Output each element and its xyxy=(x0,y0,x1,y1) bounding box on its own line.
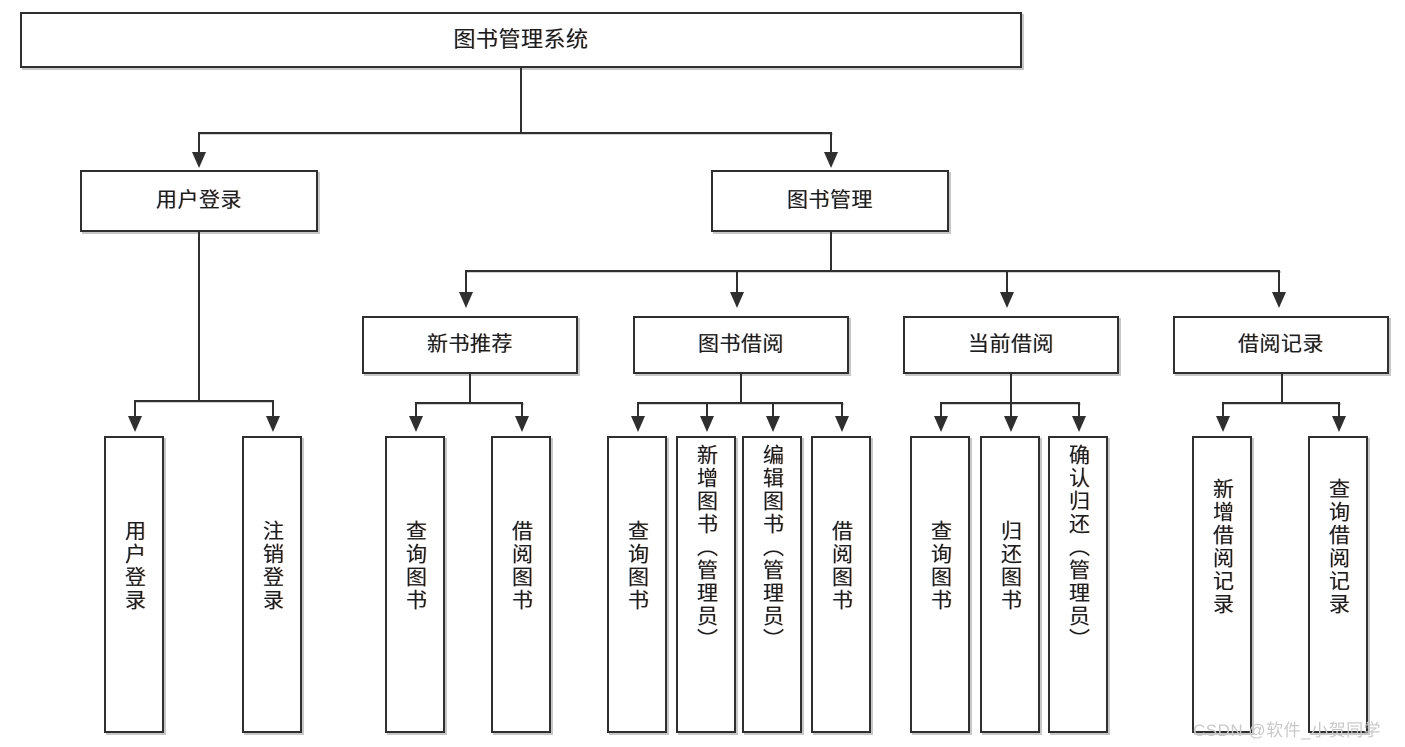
arrow-to-leaf-borrow-book-2 xyxy=(835,416,849,432)
connector-borrow-record-bus xyxy=(1222,402,1340,404)
arrow-to-user-login xyxy=(192,152,206,168)
leaf-borrow-book-1[interactable]: 借阅图书 xyxy=(491,436,551,733)
node-user-login[interactable]: 用户登录 xyxy=(80,170,318,232)
connector-level2-bus xyxy=(198,132,832,134)
arrow-to-current-borrow xyxy=(1000,292,1014,308)
leaf-query-book-1[interactable]: 查询图书 xyxy=(385,436,445,733)
arrow-to-borrow-record xyxy=(1272,292,1286,308)
arrow-to-leaf-add-record xyxy=(1216,416,1230,432)
arrow-to-leaf-user-login xyxy=(128,416,142,432)
connector-level3-bus xyxy=(465,270,1280,272)
leaf-edit-book[interactable]: 编辑图书（管理员） xyxy=(742,436,802,733)
connector-book-borrow-drop-4 xyxy=(841,402,843,418)
connector-user-login-drop-2 xyxy=(272,400,274,418)
connector-current-borrow-drop-3 xyxy=(1078,402,1080,418)
connector-book-borrow-stem xyxy=(740,374,742,403)
watermark-csdn: CSDN @软件_小贺同学 xyxy=(1193,721,1382,740)
connector-level3-drop-3 xyxy=(1006,270,1008,294)
leaf-query-book-3-label: 查询图书 xyxy=(928,520,952,612)
connector-level3-drop-4 xyxy=(1278,270,1280,294)
leaf-query-book-1-label: 查询图书 xyxy=(403,520,427,612)
connector-borrow-record-stem xyxy=(1281,374,1283,403)
connector-level3-drop-1 xyxy=(465,270,467,294)
connector-book-borrow-drop-1 xyxy=(637,402,639,418)
node-borrow-record[interactable]: 借阅记录 xyxy=(1173,316,1389,374)
arrow-to-leaf-query-book-1 xyxy=(409,416,423,432)
leaf-user-login-label: 用户登录 xyxy=(122,520,146,612)
arrow-to-book-borrow xyxy=(730,292,744,308)
connector-current-borrow-drop-2 xyxy=(1010,402,1012,418)
leaf-logout[interactable]: 注销登录 xyxy=(242,436,302,733)
connector-level2-drop-user xyxy=(198,132,200,154)
arrow-to-leaf-edit-book xyxy=(766,416,780,432)
connector-new-book-rec-drop-1 xyxy=(415,402,417,418)
connector-new-book-rec-bus xyxy=(415,402,523,404)
leaf-add-record[interactable]: 新增借阅记录 xyxy=(1192,436,1252,733)
leaf-add-book[interactable]: 新增图书（管理员） xyxy=(676,436,736,733)
arrow-to-leaf-add-book xyxy=(700,416,714,432)
node-root-label: 图书管理系统 xyxy=(453,27,589,53)
connector-user-login-stem xyxy=(198,232,200,401)
arrow-to-leaf-confirm-return xyxy=(1072,416,1086,432)
node-new-book-rec-label: 新书推荐 xyxy=(427,332,513,356)
leaf-borrow-book-2-label: 借阅图书 xyxy=(829,520,853,612)
connector-level2-drop-book xyxy=(830,132,832,154)
leaf-add-book-label: 新增图书（管理员） xyxy=(694,444,718,651)
connector-book-borrow-bus xyxy=(637,402,843,404)
connector-user-login-bus xyxy=(134,400,273,402)
leaf-logout-label: 注销登录 xyxy=(260,520,284,612)
arrow-to-leaf-query-record xyxy=(1332,416,1346,432)
connector-book-borrow-drop-3 xyxy=(772,402,774,418)
leaf-query-record[interactable]: 查询借阅记录 xyxy=(1308,436,1368,733)
arrow-to-new-book-rec xyxy=(459,292,473,308)
connector-current-borrow-drop-1 xyxy=(940,402,942,418)
leaf-query-book-3[interactable]: 查询图书 xyxy=(910,436,970,733)
connector-borrow-record-drop-1 xyxy=(1222,402,1224,418)
connector-book-manage-stem xyxy=(830,232,832,271)
leaf-borrow-book-1-label: 借阅图书 xyxy=(509,520,533,612)
node-book-borrow[interactable]: 图书借阅 xyxy=(633,316,849,374)
node-book-manage[interactable]: 图书管理 xyxy=(711,170,949,232)
node-borrow-record-label: 借阅记录 xyxy=(1238,332,1324,356)
connector-new-book-rec-stem xyxy=(469,374,471,403)
connector-user-login-drop-1 xyxy=(134,400,136,418)
node-book-borrow-label: 图书借阅 xyxy=(698,332,784,356)
arrow-to-book-manage xyxy=(824,152,838,168)
leaf-query-book-2[interactable]: 查询图书 xyxy=(607,436,667,733)
leaf-confirm-return[interactable]: 确认归还（管理员） xyxy=(1048,436,1108,733)
leaf-user-login[interactable]: 用户登录 xyxy=(104,436,164,733)
node-current-borrow-label: 当前借阅 xyxy=(968,332,1054,356)
connector-borrow-record-drop-2 xyxy=(1338,402,1340,418)
leaf-query-book-2-label: 查询图书 xyxy=(625,520,649,612)
leaf-query-record-label: 查询借阅记录 xyxy=(1326,478,1350,616)
leaf-return-book-label: 归还图书 xyxy=(998,520,1022,612)
leaf-confirm-return-label: 确认归还（管理员） xyxy=(1066,444,1090,651)
arrow-to-leaf-query-book-3 xyxy=(934,416,948,432)
connector-book-borrow-drop-2 xyxy=(706,402,708,418)
leaf-edit-book-label: 编辑图书（管理员） xyxy=(760,444,784,651)
node-current-borrow[interactable]: 当前借阅 xyxy=(903,316,1119,374)
connector-new-book-rec-drop-2 xyxy=(521,402,523,418)
connector-level3-drop-2 xyxy=(736,270,738,294)
arrow-to-leaf-return-book xyxy=(1004,416,1018,432)
connector-current-borrow-stem xyxy=(1010,374,1012,403)
node-root[interactable]: 图书管理系统 xyxy=(20,12,1022,68)
leaf-borrow-book-2[interactable]: 借阅图书 xyxy=(811,436,871,733)
leaf-return-book[interactable]: 归还图书 xyxy=(980,436,1040,733)
node-new-book-rec[interactable]: 新书推荐 xyxy=(362,316,578,374)
arrow-to-leaf-query-book-2 xyxy=(631,416,645,432)
leaf-add-record-label: 新增借阅记录 xyxy=(1210,478,1234,616)
node-book-manage-label: 图书管理 xyxy=(787,188,873,212)
connector-root-stem xyxy=(520,68,522,133)
arrow-to-leaf-borrow-book-1 xyxy=(515,416,529,432)
node-user-login-label: 用户登录 xyxy=(156,188,242,212)
arrow-to-leaf-logout xyxy=(266,416,280,432)
